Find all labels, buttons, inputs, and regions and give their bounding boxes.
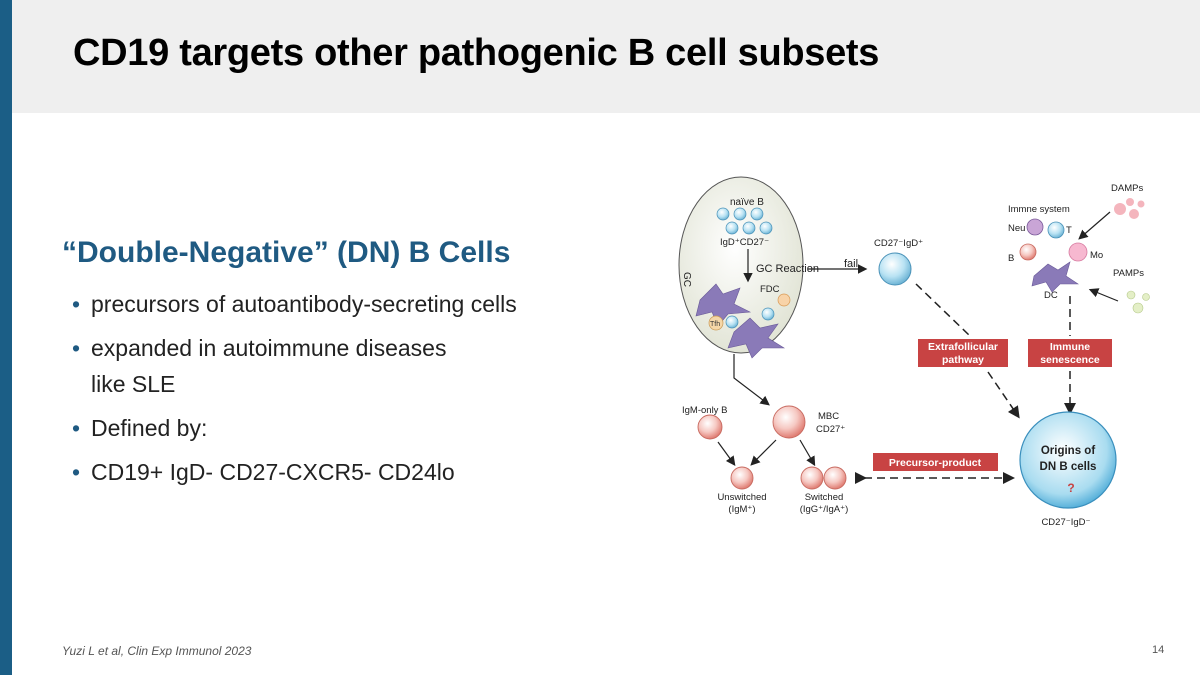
naive-b-cell (750, 207, 764, 221)
dc-label: DC (1044, 290, 1058, 301)
damps-dot (1114, 203, 1126, 215)
slide-title: CD19 targets other pathogenic B cell sub… (73, 32, 880, 74)
extrafollicular-dashed-line (915, 283, 971, 337)
fail-label: fail (844, 258, 858, 270)
cd27-igd-pos-label: CD27⁻IgD⁺ (874, 238, 923, 249)
bullet-item: • expanded in autoimmune diseases like SLE (72, 330, 517, 402)
fdc-label: FDC (760, 284, 780, 295)
precursor-product-label: Precursor-product (889, 457, 982, 469)
naive-b-cell (759, 221, 773, 235)
mo-label: Mo (1090, 250, 1103, 261)
origins-line2: DN B cells (1040, 461, 1097, 473)
neutrophil-cell (1026, 218, 1044, 236)
dn-b-cell-origin-circle (1019, 411, 1117, 509)
neu-label: Neu (1008, 223, 1025, 234)
bullet-dot: • (72, 335, 81, 361)
origins-line1: Origins of (1041, 445, 1095, 457)
bullet-text: precursors of autoantibody-secreting cel… (91, 291, 517, 317)
dn-phenotype-label: CD27⁻IgD⁻ (1041, 517, 1090, 528)
bullet-text: Defined by: (91, 415, 208, 441)
immune-senescence-box (1028, 339, 1112, 367)
bullet-item: • precursors of autoantibody-secreting ce… (72, 286, 517, 322)
subheading: “Double-Negative” (DN) B Cells (62, 236, 511, 269)
damps-label: DAMPs (1111, 183, 1143, 194)
unswitched-label-line2: (IgM⁺) (728, 504, 755, 515)
switched-cell (800, 466, 824, 490)
unswitched-label-line1: Unswitched (717, 492, 766, 503)
dn-b-cell-origins-diagram: naïve B IgD⁺CD27⁻ GC Reaction GC FDC Tfh… (678, 176, 1150, 528)
switched-cell (823, 466, 847, 490)
immune-senescence-line1: Immune (1050, 341, 1090, 353)
gc-b-cell (761, 307, 775, 321)
bullet-text-line2: like SLE (91, 371, 176, 397)
left-accent-bar (0, 0, 12, 675)
extrafollicular-to-dn-arrow (987, 371, 1020, 419)
igm-to-unswitched-arrow (717, 441, 736, 466)
cd27-igd-pos-cell (878, 252, 912, 286)
page-number: 14 (1152, 644, 1165, 656)
extrafollicular-line2: pathway (942, 354, 984, 366)
bullet-text: CD19+ IgD- CD27-CXCR5- CD24lo (91, 459, 455, 485)
naive-b-cell (733, 207, 747, 221)
naive-b-label: naïve B (730, 197, 764, 208)
b-label: B (1008, 253, 1014, 264)
naive-b-cell (725, 221, 739, 235)
mbc-label-line2: CD27⁺ (816, 424, 845, 435)
unswitched-cell (730, 466, 754, 490)
bullet-list: • precursors of autoantibody-secreting ce… (72, 286, 517, 498)
gc-label: GC (681, 272, 692, 287)
switched-label-line2: (IgG⁺/IgA⁺) (800, 504, 849, 515)
citation: Yuzi L et al, Clin Exp Immunol 2023 (62, 644, 252, 658)
naive-b-cell (716, 207, 730, 221)
bullet-dot: • (72, 415, 81, 441)
dc-cell-shape (1031, 261, 1079, 293)
t-label: T (1066, 225, 1072, 236)
question-mark: ? (1067, 481, 1074, 495)
immune-senescence-line2: senescence (1040, 354, 1100, 366)
naive-b-cell (742, 221, 756, 235)
pamps-dot (1126, 290, 1136, 300)
mbc-label-line1: MBC (818, 411, 839, 422)
mbc-to-unswitched-arrow (750, 439, 777, 466)
bullet-item: • Defined by: (72, 410, 517, 446)
switched-label-line1: Switched (805, 492, 844, 503)
gc-b-cell (725, 315, 739, 329)
title-band (12, 0, 1200, 113)
igm-only-b-cell (697, 414, 723, 440)
pamps-dot (1132, 302, 1144, 314)
tfh-label: Tfh (710, 321, 720, 328)
pamps-dot (1142, 293, 1150, 301)
pamps-label: PAMPs (1113, 268, 1144, 279)
fdc-cell-shape (727, 317, 786, 359)
mbc-cell (772, 405, 806, 439)
fdc-cell-shape (695, 283, 752, 327)
pamps-dots (1126, 290, 1150, 314)
damps-arrow (1078, 211, 1111, 240)
damps-dot (1129, 209, 1139, 219)
mbc-to-switched-arrow (799, 439, 816, 467)
b-cell-pink (1019, 243, 1037, 261)
t-cell (1047, 221, 1065, 239)
monocyte-cell (1068, 242, 1088, 262)
damps-dot (1137, 200, 1145, 208)
bullet-dot: • (72, 291, 81, 317)
damps-dot (1126, 198, 1134, 206)
tfh-cell (708, 315, 724, 331)
gc-b-cell-orange (777, 293, 791, 307)
bullet-dot: • (72, 459, 81, 485)
igm-only-b-label: IgM-only B (682, 405, 727, 416)
naive-phenotype-label: IgD⁺CD27⁻ (720, 237, 769, 248)
extrafollicular-box (918, 339, 1008, 367)
extrafollicular-line1: Extrafollicular (928, 341, 998, 353)
gc-reaction-label: GC Reaction (756, 263, 819, 275)
naive-b-cluster (716, 207, 773, 235)
precursor-product-box (873, 453, 998, 471)
damps-dots (1114, 198, 1145, 219)
gc-to-mbc-arrow (733, 354, 770, 406)
immune-system-label: Immne system (1008, 204, 1070, 215)
bullet-item: • CD19+ IgD- CD27-CXCR5- CD24lo (72, 454, 517, 490)
pamps-arrow (1088, 288, 1119, 302)
bullet-text-line1: expanded in autoimmune diseases (91, 335, 447, 361)
